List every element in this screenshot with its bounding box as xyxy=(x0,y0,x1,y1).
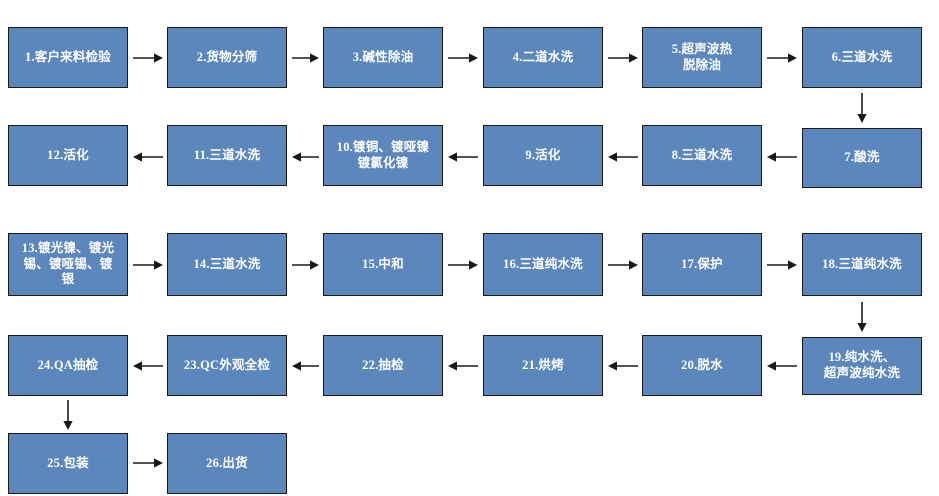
process-step-22[interactable]: 22.抽检 xyxy=(323,335,443,396)
process-step-2[interactable]: 2.货物分筛 xyxy=(167,27,287,88)
arrow-6-to-7-down xyxy=(854,93,870,123)
arrow-19-to-20-left xyxy=(767,358,797,374)
process-step-24[interactable]: 24.QA抽检 xyxy=(8,335,128,396)
process-step-11[interactable]: 11.三道水洗 xyxy=(167,125,287,186)
arrow-22-to-23-left xyxy=(292,358,319,374)
arrow-7-to-8-left xyxy=(767,149,797,165)
process-step-6[interactable]: 6.三道水洗 xyxy=(802,27,922,88)
process-step-12[interactable]: 12.活化 xyxy=(8,125,128,186)
process-step-4[interactable]: 4.二道水洗 xyxy=(483,27,603,88)
process-step-8[interactable]: 8.三道水洗 xyxy=(642,125,762,186)
arrow-15-to-16-right xyxy=(448,257,478,273)
arrow-1-to-2-right xyxy=(133,50,163,66)
process-step-19[interactable]: 19.纯水洗、 超声波纯水洗 xyxy=(802,337,922,395)
arrow-4-to-5-right xyxy=(608,50,638,66)
process-step-13[interactable]: 13.镀光镍、镀光 锡、镀哑锡、镀 银 xyxy=(8,233,128,296)
arrow-24-to-25-down xyxy=(60,400,76,430)
process-step-14[interactable]: 14.三道水洗 xyxy=(167,233,287,296)
process-step-10[interactable]: 10.镀铜、镀哑镍 镀氯化镍 xyxy=(323,125,443,186)
arrow-2-to-3-right xyxy=(292,50,319,66)
arrow-16-to-17-right xyxy=(608,257,638,273)
arrow-25-to-26-right xyxy=(133,455,163,471)
arrow-23-to-24-left xyxy=(133,358,163,374)
process-step-20[interactable]: 20.脱水 xyxy=(642,335,762,396)
process-step-23[interactable]: 23.QC外观全检 xyxy=(167,335,287,396)
arrow-3-to-4-right xyxy=(448,50,478,66)
process-step-26[interactable]: 26.出货 xyxy=(167,433,287,494)
arrow-20-to-21-left xyxy=(608,358,638,374)
arrow-18-to-19-down xyxy=(854,302,870,332)
arrow-5-to-6-right xyxy=(767,50,797,66)
process-step-17[interactable]: 17.保护 xyxy=(642,233,762,296)
arrow-10-to-11-left xyxy=(292,149,319,165)
arrow-11-to-12-left xyxy=(133,149,163,165)
process-step-25[interactable]: 25.包装 xyxy=(8,433,128,494)
arrow-13-to-14-right xyxy=(133,257,163,273)
process-step-5[interactable]: 5.超声波热 脱除油 xyxy=(642,27,762,88)
process-step-7[interactable]: 7.酸洗 xyxy=(802,128,922,188)
arrow-8-to-9-left xyxy=(608,149,638,165)
process-step-3[interactable]: 3.碱性除油 xyxy=(323,27,443,88)
arrow-9-to-10-left xyxy=(448,149,478,165)
arrow-21-to-22-left xyxy=(448,358,478,374)
process-step-21[interactable]: 21.烘烤 xyxy=(483,335,603,396)
process-step-18[interactable]: 18.三道纯水洗 xyxy=(802,233,922,296)
process-step-16[interactable]: 16.三道纯水洗 xyxy=(483,233,603,296)
arrow-17-to-18-right xyxy=(767,257,797,273)
arrow-14-to-15-right xyxy=(292,257,319,273)
process-step-1[interactable]: 1.客户来料检验 xyxy=(8,27,128,88)
process-step-9[interactable]: 9.活化 xyxy=(483,125,603,186)
process-step-15[interactable]: 15.中和 xyxy=(323,233,443,296)
